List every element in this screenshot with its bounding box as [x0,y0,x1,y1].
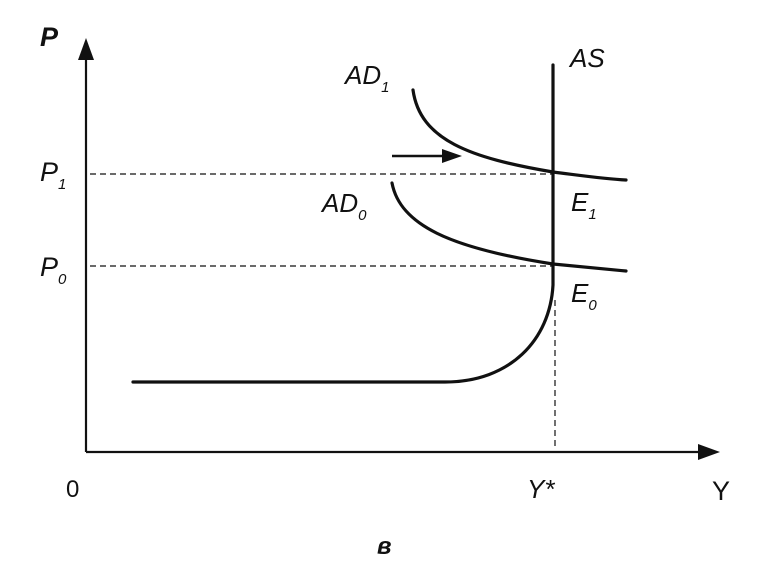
as-curve [131,63,555,384]
origin-label: 0 [66,476,79,503]
p0-label: P0 [40,252,67,288]
e1-label: E1 [571,187,597,223]
e0-label: E0 [571,278,597,314]
curves [131,63,628,384]
p1-label: P1 [40,157,66,193]
axes [78,38,720,460]
as-label: AS [568,43,605,73]
ad1-label: AD1 [343,60,389,96]
ad1-curve [411,88,628,182]
ad0-curve [390,181,628,273]
ad0-label: AD0 [320,188,367,224]
shift-arrow-icon [392,149,462,163]
y-axis-label: P [40,22,59,52]
x-axis-label: Y [712,476,730,506]
caption: в [377,533,392,560]
guide-lines [90,173,556,450]
x-axis-arrow-icon [698,444,720,460]
ystar-label: Y* [527,474,555,504]
y-axis-arrow-icon [78,38,94,60]
